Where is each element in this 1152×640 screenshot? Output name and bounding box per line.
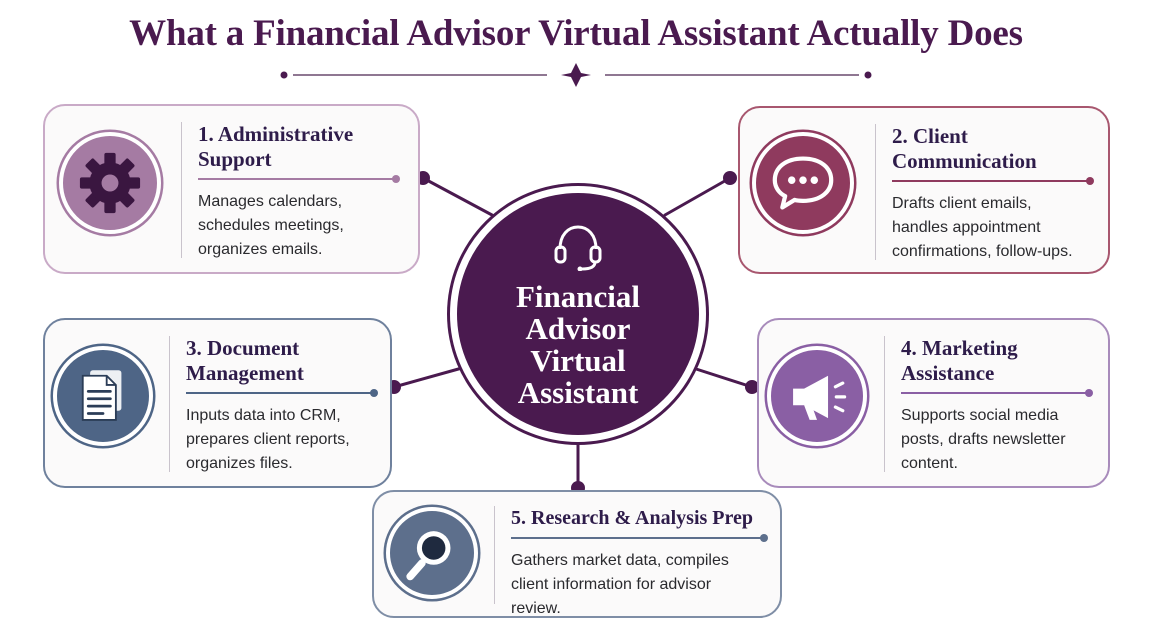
- page-title: What a Financial Advisor Virtual Assista…: [129, 13, 1023, 54]
- card-document-management: 3. Document Management Inputs data into …: [43, 318, 392, 488]
- card-description: Gathers market data, compiles client inf…: [511, 552, 729, 617]
- central-hub: Financial Advisor Virtual Assistant: [450, 186, 706, 442]
- megaphone-icon: [767, 346, 867, 446]
- card-title: 5. Research & Analysis Prep: [511, 507, 754, 529]
- magnifier-icon: [386, 507, 478, 599]
- card-description: Manages calendars, schedules meetings, o…: [198, 193, 344, 258]
- card-description: Supports social media posts, drafts news…: [901, 407, 1066, 472]
- chat-bubble-icon: [752, 132, 854, 234]
- card-marketing-assistance: 4. Marketing Assistance Supports social …: [757, 318, 1110, 488]
- card-title: 4. Marketing Assistance: [901, 336, 1018, 385]
- card-title: 2. Client Communication: [892, 124, 1037, 173]
- card-title: 1. Administrative Support: [198, 122, 354, 171]
- card-administrative-support: 1. Administrative Support Manages calend…: [43, 104, 420, 274]
- hub-label: Financial Advisor Virtual Assistant: [515, 279, 640, 410]
- card-title: 3. Document Management: [186, 336, 304, 385]
- card-client-communication: 2. Client Communication Drafts client em…: [738, 106, 1110, 274]
- card-research-analysis-prep: 5. Research & Analysis Prep Gathers mark…: [372, 490, 782, 618]
- headset-icon: [554, 225, 602, 271]
- title-divider: [280, 63, 872, 87]
- card-description: Drafts client emails, handles appointmen…: [892, 195, 1073, 260]
- document-icon: [53, 346, 153, 446]
- gear-icon: [59, 132, 161, 234]
- card-description: Inputs data into CRM, prepares client re…: [186, 407, 350, 472]
